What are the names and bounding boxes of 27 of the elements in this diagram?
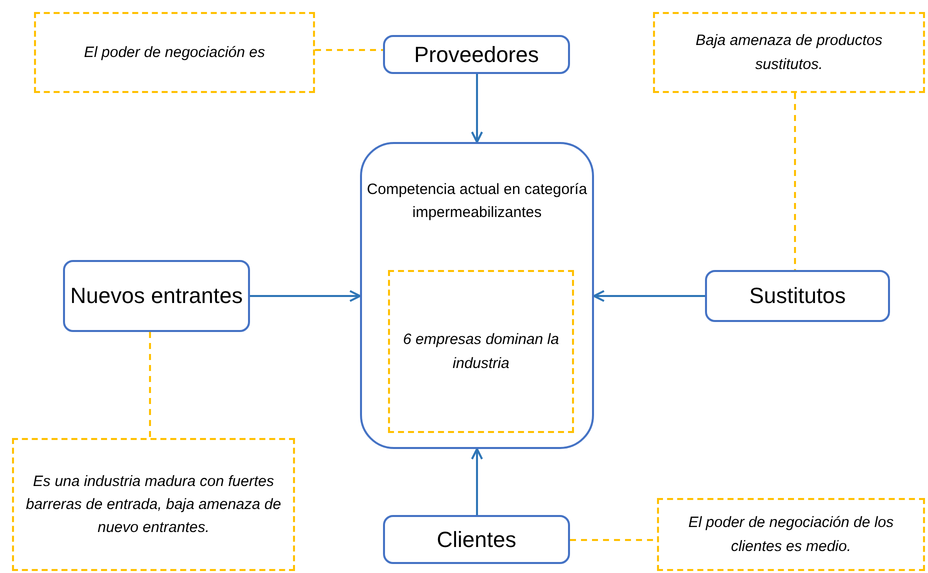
note-box xyxy=(653,12,925,93)
note-text: Baja amenaza de productos sustitutos. xyxy=(694,31,884,74)
node-label: Sustitutos xyxy=(749,283,846,309)
node-label: Nuevos entrantes xyxy=(70,283,243,309)
note-box xyxy=(34,12,315,93)
note-text: Es una industria madura con fuertes barreras de entrada, baja amenaza de nuevo entrantes. xyxy=(24,472,282,538)
force-box xyxy=(383,35,570,74)
node-label: Clientes xyxy=(436,526,516,552)
note-text: El poder de negociación de los clientes es medio. xyxy=(687,513,895,556)
node-label: Competencia actual en categoría impermeabilizantes xyxy=(366,180,588,224)
force-box xyxy=(383,515,570,564)
arrow xyxy=(593,290,705,302)
connector-line xyxy=(794,93,796,270)
force-box xyxy=(705,270,890,322)
arrow xyxy=(250,290,361,302)
note-text: El poder de negociación es xyxy=(83,42,266,63)
arrow xyxy=(471,448,483,515)
force-box xyxy=(63,260,250,332)
note-box xyxy=(388,270,574,433)
rivalry-box xyxy=(360,142,594,449)
note-box xyxy=(12,438,295,571)
note-text: 6 empresas dominan la industria xyxy=(402,330,560,374)
connector-line xyxy=(149,332,151,438)
note-box xyxy=(657,498,925,571)
node-label: Proveedores xyxy=(414,42,539,68)
arrow xyxy=(471,74,483,143)
connector-line xyxy=(315,49,383,51)
